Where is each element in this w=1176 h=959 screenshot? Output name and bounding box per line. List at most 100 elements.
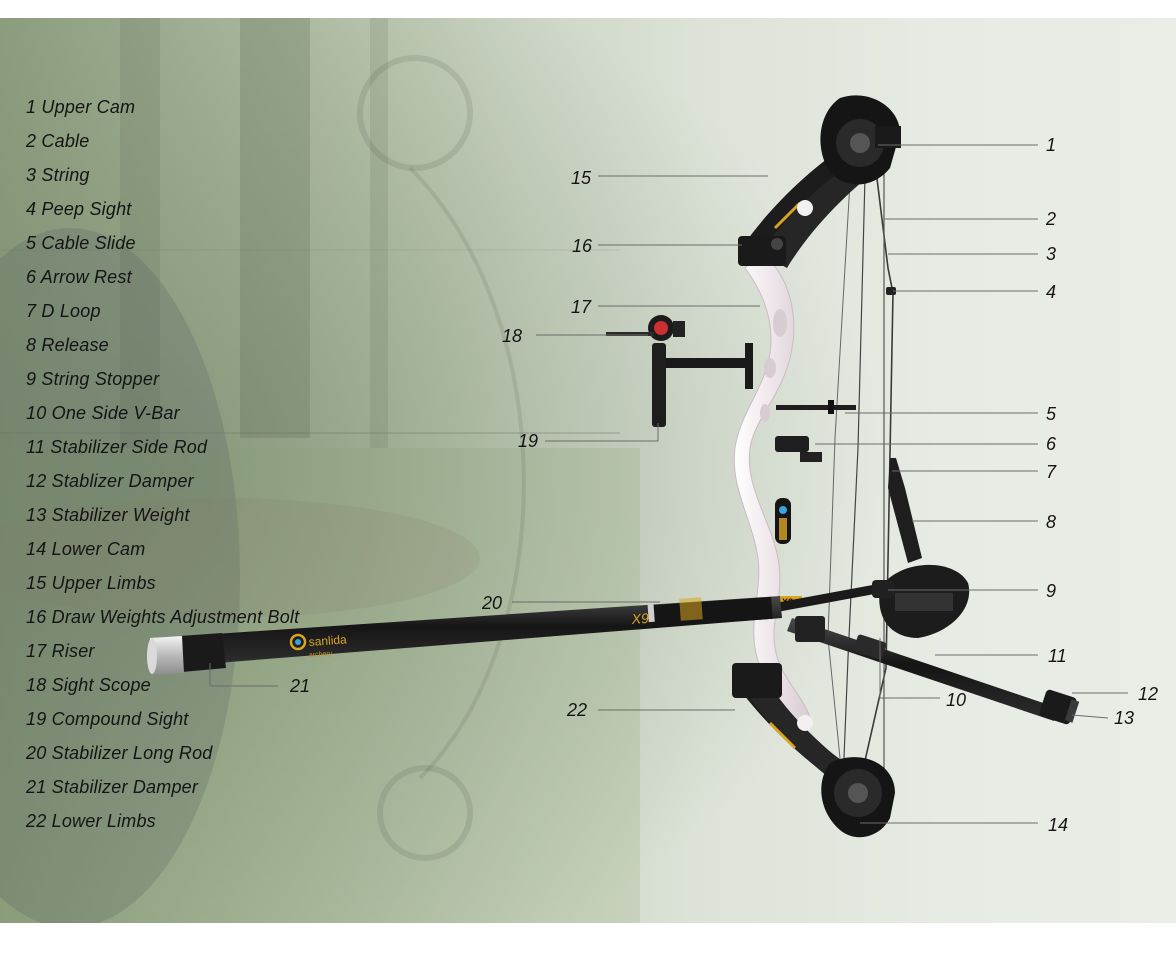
lower-cam (821, 757, 895, 838)
legend-item: 4 Peep Sight (26, 199, 132, 220)
legend-label: Lower Cam (51, 539, 146, 559)
legend-label: Arrow Rest (40, 267, 132, 287)
legend-item: 5 Cable Slide (26, 233, 136, 254)
callout-9: 9 (1046, 581, 1057, 601)
upper-cam (820, 95, 901, 185)
callout-6: 6 (1046, 434, 1057, 454)
legend-num: 14 (26, 539, 47, 559)
legend-num: 17 (26, 641, 47, 661)
legend-num: 3 (26, 165, 37, 185)
legend-num: 12 (26, 471, 47, 491)
callout-11: 11 (1048, 646, 1067, 666)
legend-label: Cable Slide (41, 233, 136, 253)
legend-num: 4 (26, 199, 37, 219)
legend-num: 13 (26, 505, 47, 525)
legend-label: Compound Sight (51, 709, 189, 729)
compound-sight (606, 315, 753, 427)
legend-num: 22 (26, 811, 47, 831)
legend-label: Release (41, 335, 109, 355)
legend-label: Stablizer Damper (51, 471, 194, 491)
legend-item: 7 D Loop (26, 301, 101, 322)
callout-1: 1 (1046, 135, 1057, 155)
rod-brand-sub-text: archery (309, 650, 333, 659)
legend-label: Upper Limbs (51, 573, 156, 593)
legend-item: 6 Arrow Rest (26, 267, 132, 288)
legend-item: 17 Riser (26, 641, 95, 662)
legend-label: Riser (51, 641, 95, 661)
legend-num: 6 (26, 267, 37, 287)
long-stabilizer: sanlida archery X9 (147, 596, 782, 675)
legend-label: One Side V-Bar (51, 403, 180, 423)
rod-model-text: X9 (630, 610, 649, 627)
legend-item: 9 String Stopper (26, 369, 159, 390)
legend-num: 15 (26, 573, 47, 593)
callout-13: 13 (1114, 708, 1135, 728)
legend-item: 12 Stablizer Damper (26, 471, 194, 492)
legend-label: D Loop (41, 301, 101, 321)
legend-num: 16 (26, 607, 47, 627)
legend-item: 13 Stabilizer Weight (26, 505, 190, 526)
legend-label: Stabilizer Weight (51, 505, 190, 525)
callout-12: 12 (1138, 684, 1159, 704)
background-scene: X8 (0, 18, 1176, 923)
legend-item: 18 Sight Scope (26, 675, 151, 696)
legend-item: 1 Upper Cam (26, 97, 135, 118)
release (879, 458, 970, 638)
legend-num: 9 (26, 369, 37, 389)
legend-label: Lower Limbs (51, 811, 156, 831)
leader-lines (209, 144, 1128, 824)
legend-num: 21 (26, 777, 47, 797)
callout-20: 20 (482, 593, 503, 613)
legend-num: 18 (26, 675, 47, 695)
callout-18: 18 (502, 326, 523, 346)
bow-illustration: X8 (147, 95, 1080, 838)
callout-10: 10 (946, 690, 967, 710)
legend-item: 14 Lower Cam (26, 539, 145, 560)
legend-num: 7 (26, 301, 37, 321)
legend-item: 3 String (26, 165, 90, 186)
legend-item: 10 One Side V-Bar (26, 403, 180, 424)
callout-5: 5 (1046, 404, 1057, 424)
legend-item: 22 Lower Limbs (26, 811, 156, 832)
callout-7: 7 (1046, 462, 1057, 482)
legend-label: Stabilizer Damper (51, 777, 199, 797)
callout-19: 19 (518, 431, 539, 451)
callout-3: 3 (1046, 244, 1057, 264)
diagram-canvas: X8 (0, 18, 1176, 923)
legend-item: 8 Release (26, 335, 109, 356)
callout-21: 21 (290, 676, 311, 696)
legend-num: 8 (26, 335, 37, 355)
legend-num: 2 (26, 131, 37, 151)
callout-15: 15 (571, 168, 592, 188)
legend-item: 2 Cable (26, 131, 89, 152)
side-rod (787, 616, 1080, 725)
legend-num: 20 (26, 743, 47, 763)
callout-22: 22 (567, 700, 588, 720)
callout-4: 4 (1046, 282, 1057, 302)
legend-label: Sight Scope (51, 675, 151, 695)
callout-8: 8 (1046, 512, 1057, 532)
legend-label: String Stopper (41, 369, 160, 389)
legend-label: Stabilizer Side Rod (50, 437, 208, 457)
legend-label: String (41, 165, 90, 185)
legend-item: 21 Stabilizer Damper (26, 777, 198, 798)
legend-num: 5 (26, 233, 37, 253)
callout-2: 2 (1046, 209, 1057, 229)
rod-brand-text: sanlida (308, 632, 347, 649)
legend-item: 11 Stabilizer Side Rod (26, 437, 207, 458)
legend-num: 10 (26, 403, 47, 423)
legend-num: 11 (26, 437, 46, 457)
callout-14: 14 (1048, 815, 1069, 835)
legend-num: 1 (26, 97, 37, 117)
legend-item: 16 Draw Weights Adjustment Bolt (26, 607, 299, 628)
legend-label: Stabilizer Long Rod (51, 743, 213, 763)
legend-label: Draw Weights Adjustment Bolt (51, 607, 300, 627)
legend-item: 20 Stabilizer Long Rod (26, 743, 213, 764)
legend-label: Peep Sight (41, 199, 132, 219)
legend-label: Cable (41, 131, 90, 151)
legend-label: Upper Cam (41, 97, 136, 117)
legend-item: 15 Upper Limbs (26, 573, 156, 594)
callout-17: 17 (571, 297, 592, 317)
legend-num: 19 (26, 709, 47, 729)
legend-item: 19 Compound Sight (26, 709, 189, 730)
